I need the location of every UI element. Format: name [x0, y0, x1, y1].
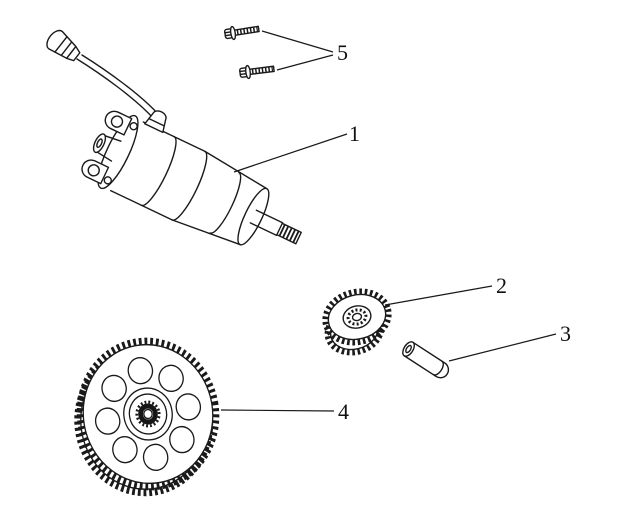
leader-line-5b [276, 54, 334, 71]
gear2-bore [351, 312, 363, 322]
starter-motor [81, 110, 302, 246]
pinion-nose-hole [96, 138, 103, 149]
lightening-hole [169, 425, 195, 454]
lug-hole-bottom [87, 164, 100, 177]
reduction-gear [322, 288, 392, 356]
mounting-lug-top [104, 110, 133, 136]
leader-line-3 [448, 333, 557, 362]
bolt-shank [234, 25, 260, 36]
lightening-hole [175, 393, 202, 421]
gear4-teeth [76, 337, 220, 491]
lightening-hole [94, 407, 121, 435]
pin-chamfer [432, 360, 444, 376]
pin-end-hole [405, 344, 412, 354]
motor-wire-strand-a [81, 54, 160, 116]
callout-3: 3 [560, 321, 571, 346]
callout-5: 5 [337, 40, 348, 65]
shaft-spline-outline [277, 223, 302, 245]
bolt-shank [249, 65, 275, 76]
gear4-bore [143, 408, 153, 420]
mounting-lug-bottom [81, 159, 110, 185]
motor-body-seam-mid [171, 150, 208, 221]
leader-line-5a [261, 30, 334, 53]
callout-4: 4 [338, 399, 349, 424]
motor-shaft [249, 209, 284, 237]
terminal-boot-line [148, 117, 165, 127]
gear4-bore-shade [138, 403, 158, 425]
motor-body-seam-rear [209, 171, 242, 234]
leader-line-4 [220, 409, 335, 412]
gear4-hub-outer [123, 387, 173, 441]
flange-bolt-hole-a [129, 122, 138, 131]
pinion-nose-face [92, 133, 107, 154]
connector-ribs [54, 35, 73, 57]
terminal-boot [144, 110, 167, 134]
leader-line-2 [384, 285, 493, 306]
starter-driven-gear [74, 337, 220, 497]
lightening-hole [127, 356, 154, 385]
shaft-spline-hatch [278, 224, 301, 244]
roller-pin [402, 341, 450, 379]
bolt-threads [251, 66, 274, 74]
gear2-hub [342, 305, 372, 329]
bolt-flange [244, 64, 252, 80]
lug-hole-top [110, 115, 124, 128]
callout-1: 1 [349, 121, 360, 146]
motor-wire-strand-b [76, 58, 155, 120]
mounting-bolt-b [239, 64, 275, 80]
wire-connector-cap [46, 29, 81, 62]
motor-body-seam-front [140, 135, 177, 207]
lightening-hole [142, 443, 169, 472]
mounting-bolt-a [224, 25, 260, 41]
gear4-hub-inner [128, 393, 168, 435]
bolt-threads [236, 26, 259, 35]
lightening-hole [101, 374, 127, 403]
pinion-nose-lines [96, 134, 122, 162]
gear2-teeth [322, 288, 392, 346]
callout-2: 2 [496, 273, 507, 298]
gear2-face [327, 293, 387, 341]
motor-end-cap [237, 187, 270, 246]
pin-body [403, 341, 450, 379]
mounting-flange [97, 114, 139, 190]
leader-line-1 [233, 133, 348, 173]
flange-bolt-hole-b [103, 176, 112, 185]
lightening-hole [112, 435, 138, 464]
lightening-hole [158, 364, 184, 393]
